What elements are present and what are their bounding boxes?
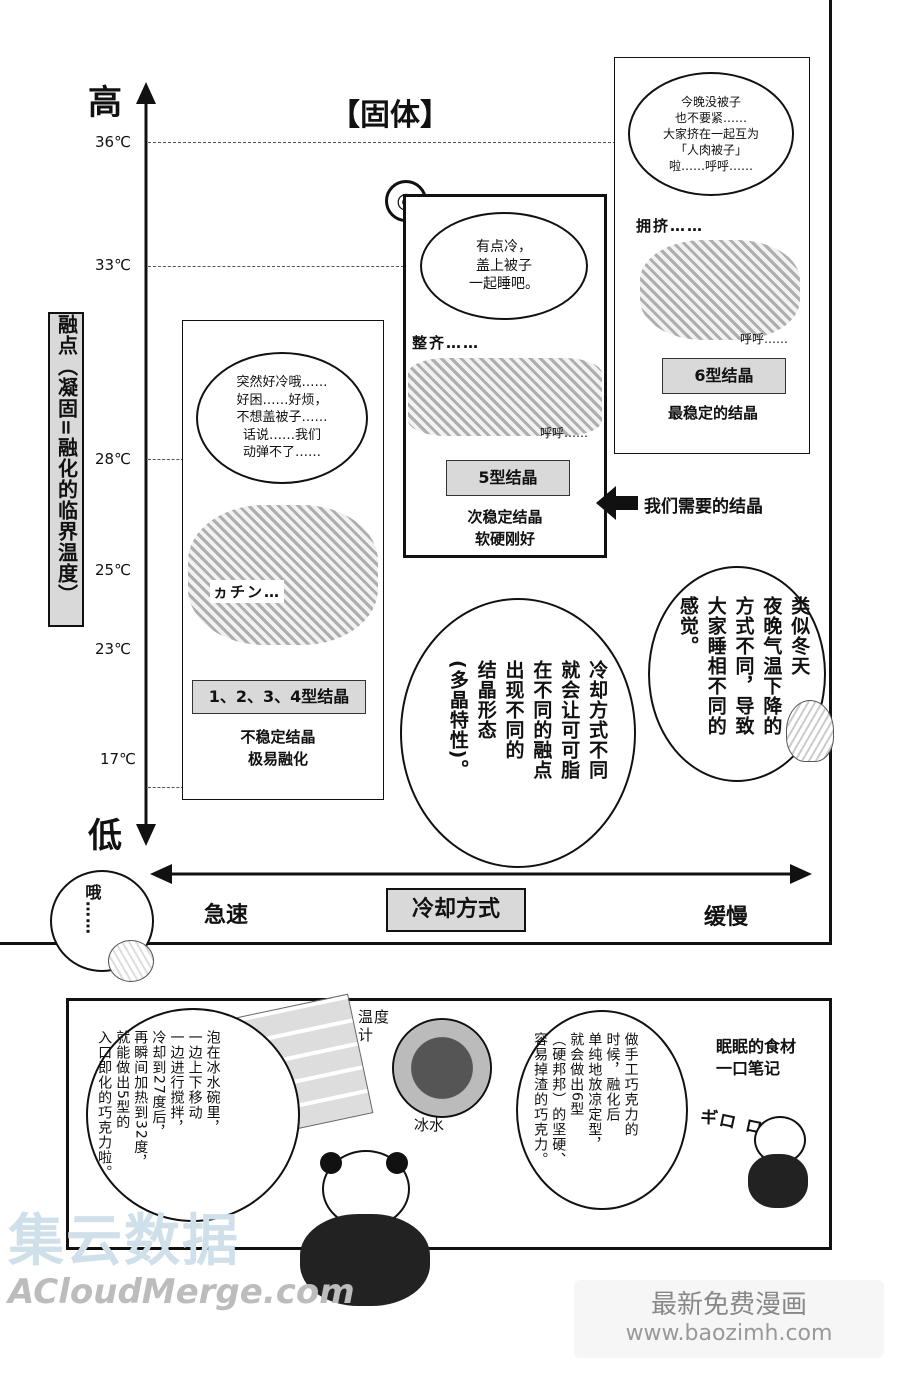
crystal-1234-label: 1、2、3、4型结晶	[192, 680, 366, 714]
note-line-4: 大家睡相不同的	[704, 596, 727, 736]
watermark-en: ACloudMerge.com	[8, 1272, 355, 1312]
explain-line-6: (多晶特性)。	[446, 660, 469, 780]
small-girl-illustration	[108, 940, 154, 982]
y-axis-label: 融点（凝固=融化的临界温度）	[54, 314, 79, 605]
axis-arrows	[136, 82, 812, 884]
bottom-panel-frame	[66, 998, 832, 1250]
watermark-site2-cn: 最新免费漫画	[650, 1290, 807, 1320]
tick-33-line	[148, 266, 404, 267]
crystal-1234-desc2: 极易融化	[247, 750, 308, 768]
tip-left-line-5: 再瞬间加热到32度，	[132, 1030, 149, 1170]
ice-water-label: 冰水	[414, 1116, 445, 1134]
x-axis-label: 冷却方式	[386, 888, 526, 932]
tip-left-line-2: 一边上下移动	[186, 1030, 203, 1120]
chocolate-bowl-illustration	[392, 1018, 492, 1118]
explain-line-2: 就会让可可脂	[558, 660, 581, 780]
note-title: 眠眠的食材 一口笔记	[710, 1034, 803, 1083]
note-line-5: 感觉。	[676, 596, 699, 656]
solid-title: 【固体】	[330, 98, 450, 133]
crystal-5-sfx-snore: 呼呼……	[540, 426, 589, 440]
crystal-5-desc2: 软硬刚好	[474, 530, 535, 548]
crystal-1234-desc1: 不稳定结晶	[240, 728, 316, 746]
note-line-1: 类似冬天	[788, 596, 811, 676]
tip-right-line-5: （硬邦邦）的坚硬、	[550, 1032, 567, 1167]
crowded-sleepers-illustration	[640, 240, 800, 340]
scattered-sleepers-illustration	[188, 505, 378, 645]
crystal-5-sfx-neat: 整齐……	[412, 334, 481, 352]
tip-right-line-1: 做手工巧克力的	[622, 1032, 639, 1137]
crystal-5-label: 5型结晶	[446, 460, 570, 496]
oh-text: 哦……	[82, 884, 102, 935]
x-axis-right-label: 缓慢	[704, 905, 749, 930]
crystal-6-desc1: 最稳定的结晶	[667, 404, 758, 422]
tip-right-line-2: 时候，融化后	[604, 1032, 621, 1122]
small-panda-illustration	[740, 1116, 816, 1208]
tip-text-left: 泡在冰水碗里， 一边上下移动 一边进行搅拌， 冷却到27度后， 再瞬间加热到32…	[96, 1030, 221, 1205]
explain-line-3: 在不同的融点	[530, 660, 553, 780]
tick-17: 17℃	[100, 750, 136, 768]
crystal-1234-sfx: ヵチン…	[210, 580, 285, 603]
tip-right-line-3: 单纯地放凉定型，	[586, 1032, 603, 1152]
crystal-5-desc1: 次稳定结晶	[467, 508, 543, 526]
pointer-arrow-icon	[596, 486, 638, 520]
tip-bubble-right	[516, 1010, 688, 1210]
explain-line-1: 冷却方式不同	[586, 660, 609, 780]
note-line-2: 夜晚气温下降的	[760, 596, 783, 736]
explain-line-5: 结晶形态	[474, 660, 497, 740]
watermark-site2-box: 最新免费漫画 www.baozimh.com	[574, 1280, 884, 1358]
crystal-5-bubble: 有点冷， 盖上被子 一起睡吧。	[420, 212, 588, 320]
note-text: 类似冬天 夜晚气温下降的 方式不同，导致 大家睡相不同的 感觉。	[676, 596, 811, 756]
watermark-cn: 集云数据	[8, 1209, 240, 1274]
crystal-6-sfx-snore: 呼呼……	[740, 332, 789, 346]
tick-36-line	[148, 142, 616, 143]
explain-line-4: 出现不同的	[502, 660, 525, 760]
crystal-6-label: 6型结晶	[662, 358, 786, 394]
explain-bubble	[400, 598, 636, 868]
tip-left-line-4: 冷却到27度后，	[150, 1030, 167, 1140]
explain-text: 冷却方式不同 就会让可可脂 在不同的融点 出现不同的 结晶形态 (多晶特性)。	[446, 660, 609, 850]
crystal-1234-bubble: 突然好冷哦…… 好困……好烦， 不想盖被子…… 话说……我们 动弹不了……	[196, 352, 368, 484]
tip-left-line-6: 就能做出5型的	[114, 1030, 131, 1130]
big-panda-illustration	[290, 1150, 440, 1310]
tip-text-right: 做手工巧克力的 时候，融化后 单纯地放凉定型， 就会做出6型 （硬邦邦）的坚硬、…	[532, 1032, 639, 1192]
tick-33: 33℃	[95, 256, 131, 274]
tip-left-line-7: 入口即化的巧克力啦。	[96, 1030, 113, 1180]
tip-left-line-3: 一边进行搅拌，	[168, 1030, 185, 1135]
tip-left-line-1: 泡在冰水碗里，	[204, 1030, 221, 1135]
tip-bubble-left	[86, 1008, 300, 1222]
crystal-6-sfx-crowded: 拥挤……	[636, 217, 705, 235]
tick-23: 23℃	[95, 640, 131, 658]
tick-17-line	[148, 787, 184, 788]
y-axis-label-box: 融点（凝固=融化的临界温度）	[48, 312, 84, 627]
neat-sleepers-illustration	[408, 358, 602, 436]
tick-25: 25℃	[95, 561, 131, 579]
tip-right-line-4: 就会做出6型	[568, 1032, 585, 1117]
axis-low-label: 低	[88, 816, 122, 856]
thermometer-label: 温度计	[358, 1008, 391, 1044]
tick-36: 36℃	[95, 133, 131, 151]
tip-right-line-6: 容易掉渣的巧克力。	[532, 1032, 549, 1167]
watermark-site2-url: www.baozimh.com	[625, 1321, 833, 1346]
top-panel-frame	[0, 0, 832, 945]
x-axis-left-label: 急速	[204, 903, 249, 928]
crystal-6-bubble: 今晚没被子 也不要紧…… 大家挤在一起互为 「人肉被子」 啦……呼呼……	[628, 72, 794, 196]
note-line-3: 方式不同，导致	[732, 596, 755, 736]
girl-face-illustration	[786, 700, 834, 762]
pointer-text: 我们需要的结晶	[644, 497, 763, 517]
tick-28-line	[148, 459, 184, 460]
tick-28: 28℃	[95, 450, 131, 468]
axis-high-label: 高	[88, 83, 122, 123]
